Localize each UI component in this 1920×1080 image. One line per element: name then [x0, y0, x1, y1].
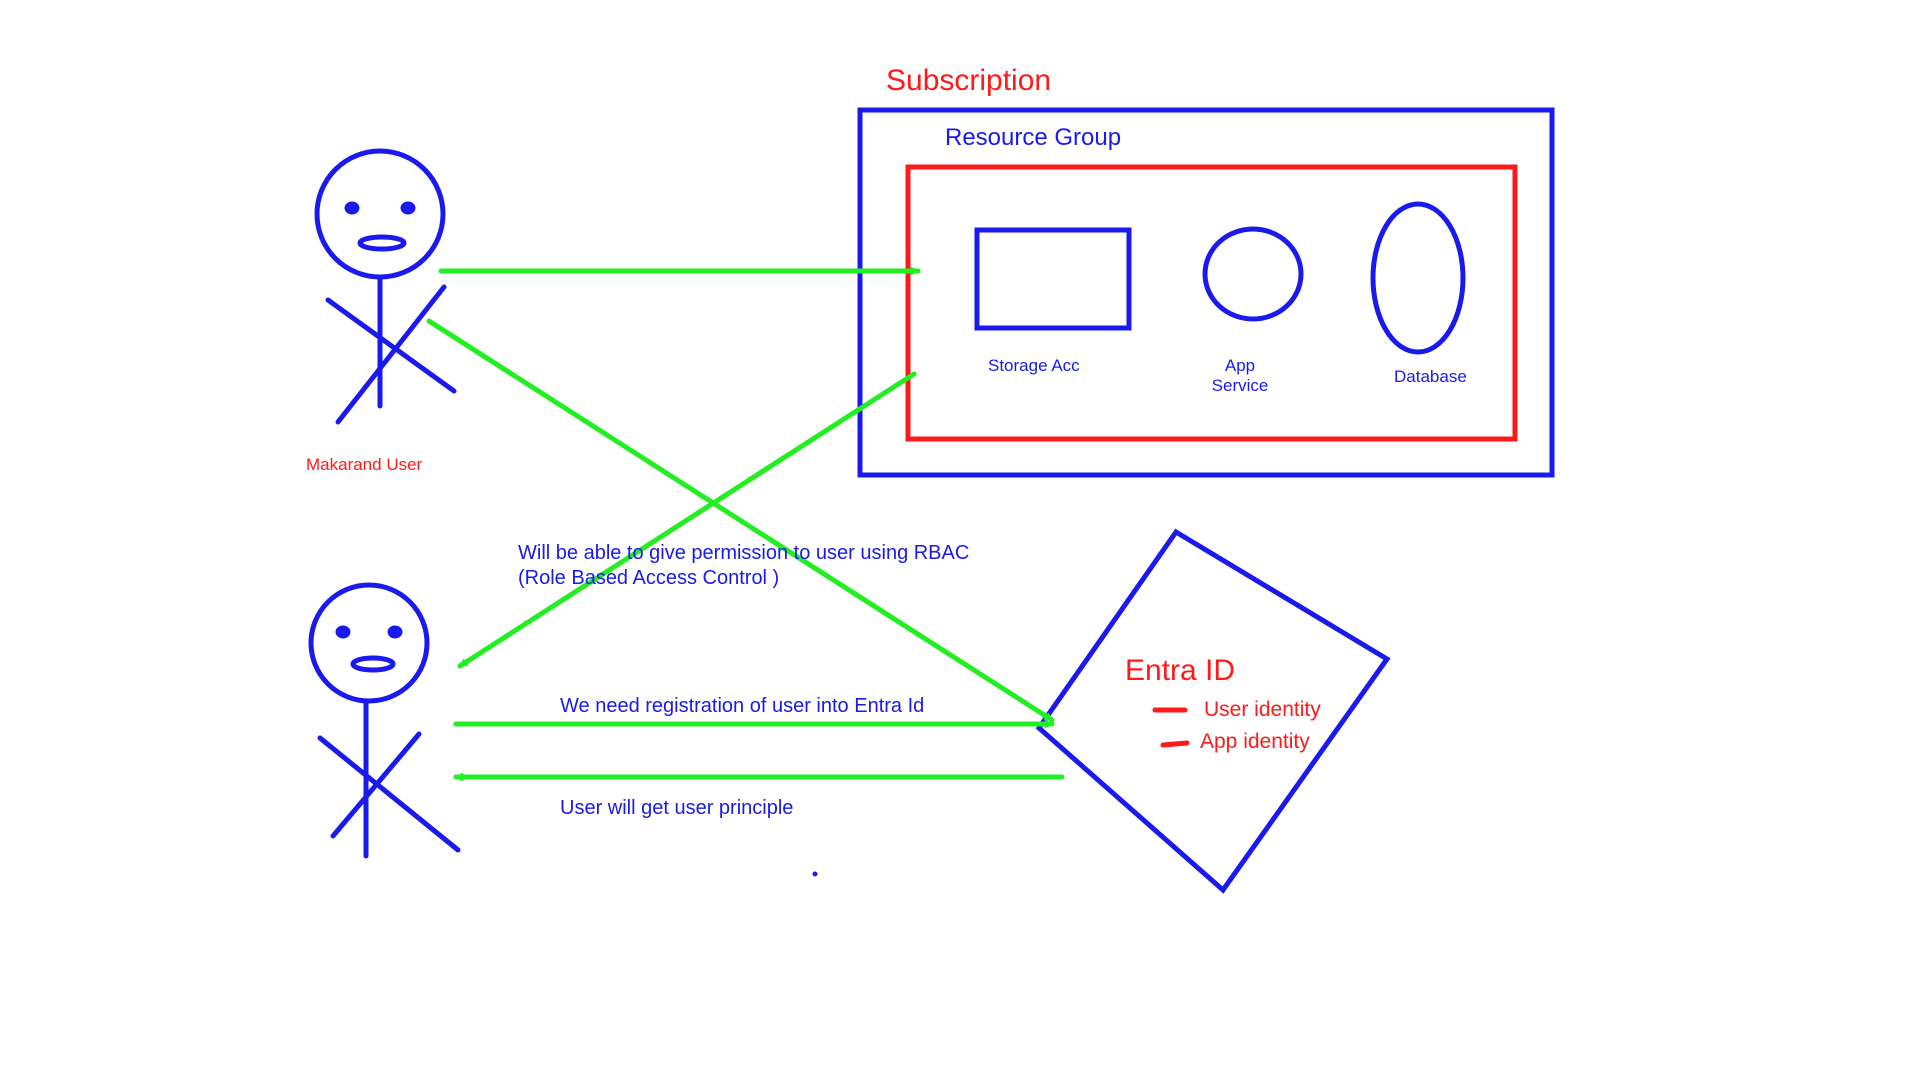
app-identity-item: App identity	[1200, 730, 1310, 753]
database-label: Database	[1394, 367, 1467, 386]
entra-id-diamond	[1035, 528, 1391, 894]
admin-stick-figure	[314, 148, 457, 425]
user-principle-note: User will get user principle	[560, 797, 794, 819]
rbac-note: Will be able to give permission to user …	[518, 542, 970, 589]
app-service-label: App Service	[1211, 356, 1269, 396]
storage-account-label: Storage Acc	[988, 356, 1080, 375]
arrow-admin-to-entra	[426, 318, 1055, 723]
app-identity-bullet	[1160, 740, 1190, 748]
storage-account-shape	[974, 227, 1132, 331]
subscription-label: Subscription	[886, 64, 1052, 97]
stray-dot	[812, 871, 818, 877]
admin-user-label: Makarand User	[306, 455, 423, 474]
connector-arrows	[426, 271, 1065, 777]
arrow-resources-to-new-user	[457, 371, 917, 669]
subscription-box	[857, 107, 1555, 478]
entra-id-title: Entra ID	[1125, 654, 1236, 687]
app-service-shape	[1202, 226, 1304, 322]
database-shape	[1370, 201, 1466, 355]
resource-group-label: Resource Group	[945, 124, 1122, 151]
user-identity-item: User identity	[1204, 698, 1321, 721]
new-user-stick-figure	[308, 582, 461, 859]
resource-group-box	[905, 164, 1518, 442]
registration-note: We need registration of user into Entra …	[560, 695, 925, 717]
